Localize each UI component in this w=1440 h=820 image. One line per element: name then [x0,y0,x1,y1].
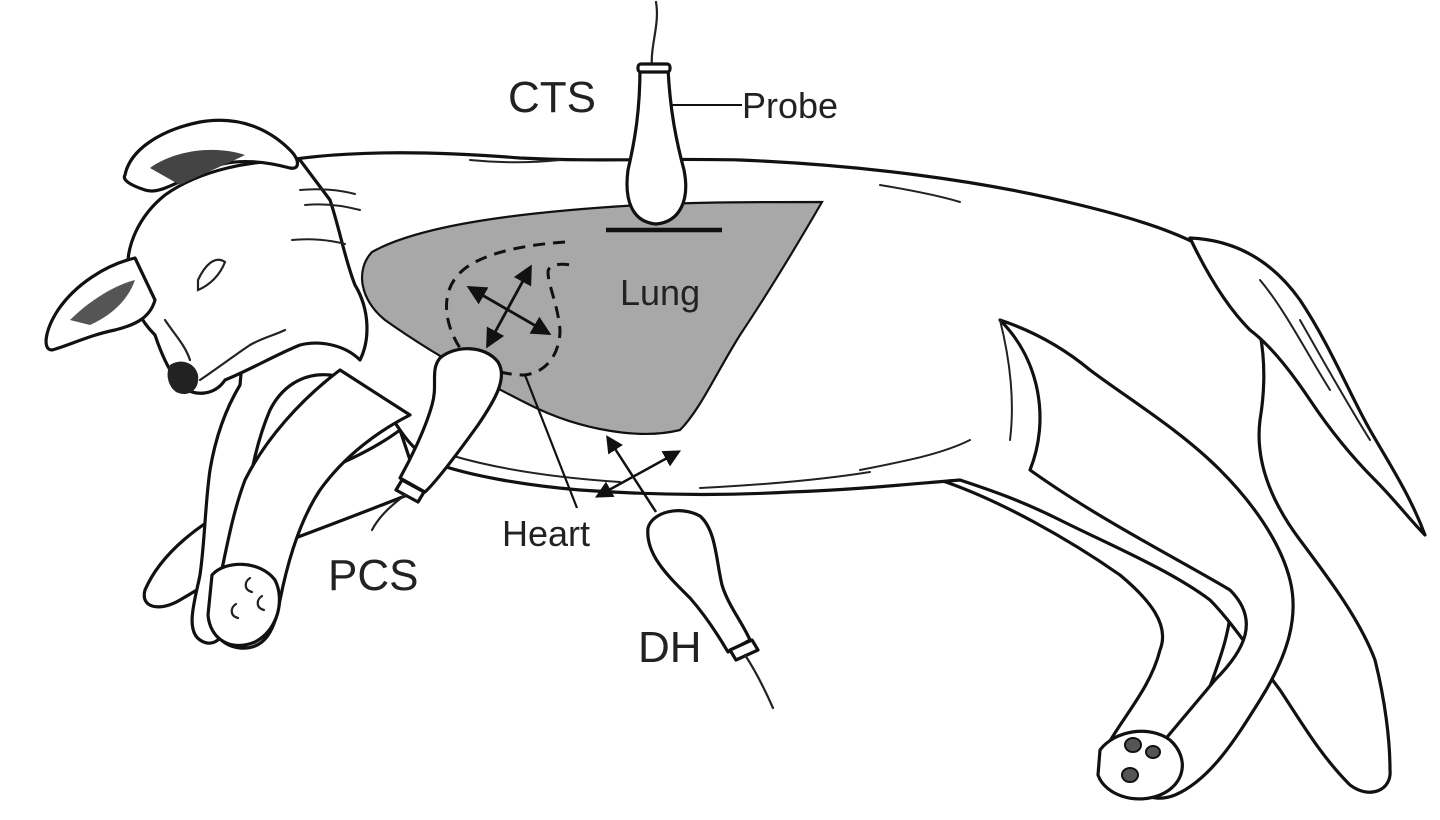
dog-tail [1188,236,1427,537]
dog-near-hind-leg [998,318,1295,800]
probe-label: Probe [742,85,838,126]
heart-outline [445,240,576,377]
dh-arrow-diagonal [594,450,682,498]
dh-probe [646,509,775,710]
lung-label: Lung [620,272,700,313]
cts-probe-cable [650,0,658,70]
cts-probe [606,0,742,233]
heart-label: Heart [502,513,590,554]
heart-leader-line [523,374,579,509]
dog-eye [196,258,227,292]
dh-probe-cable [743,653,775,710]
dog-head [126,158,369,395]
dog-hind-paw [1096,729,1184,801]
dh-label: DH [638,623,702,672]
pcs-probe-cable [370,493,407,532]
heart-axis-arrow-b [466,286,552,335]
dog-front-paw [206,562,281,648]
pcs-label: PCS [328,551,418,600]
cts-label: CTS [508,73,596,122]
pcs-probe [370,347,504,532]
dog-nose [167,361,199,395]
